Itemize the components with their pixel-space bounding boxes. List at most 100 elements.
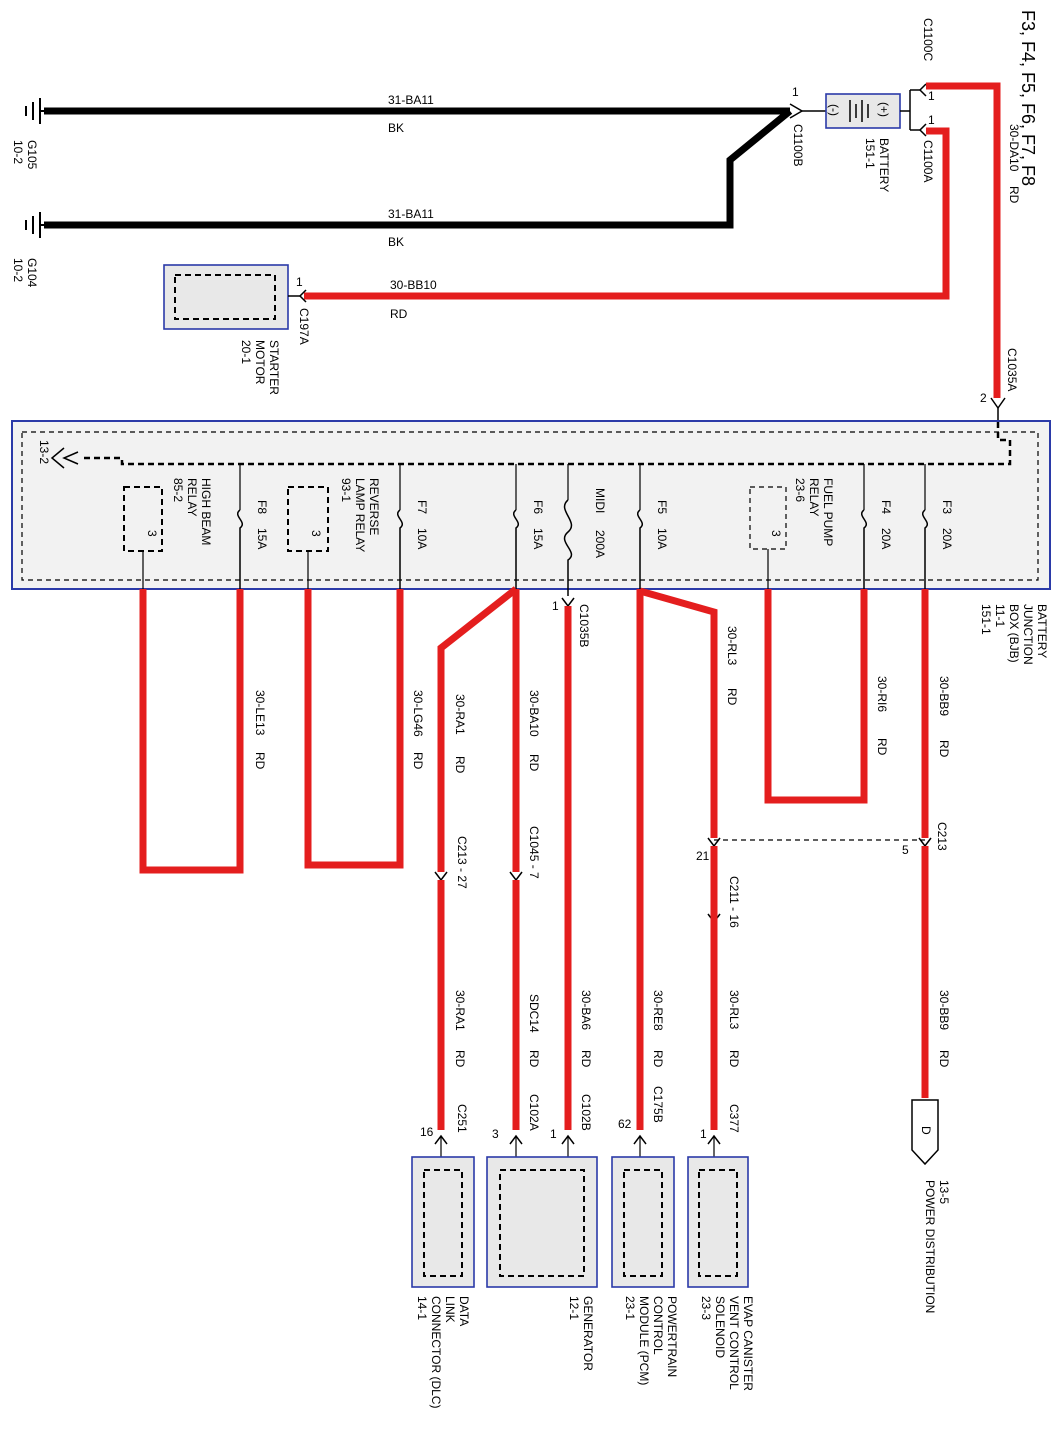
fuse-f6-id: F6 <box>531 500 545 514</box>
connector-c377-label: C377 <box>727 1104 741 1133</box>
fuse-f4-icon <box>861 509 867 590</box>
wire-30-ba10-color: RD <box>527 754 541 772</box>
bjb-name-1: BATTERY <box>1035 604 1049 658</box>
dlc-name-2: LINK <box>443 1296 457 1323</box>
relay-reverse-lamp-name-1: REVERSE <box>367 478 381 535</box>
connector-c1100c-arrow <box>918 83 927 97</box>
wire-30-rl3-color: RD <box>725 688 739 706</box>
wire-30-bb9-lower-circuit: 30-BB9 <box>937 990 951 1030</box>
fuse-f3-icon <box>922 509 928 590</box>
dlc-box <box>411 1156 475 1288</box>
relay-high-beam-pin: 3 <box>145 530 159 537</box>
relay-fuel-pump-name-1: FUEL PUMP <box>821 478 835 546</box>
ground-wire-2-color: BK <box>388 235 404 249</box>
starter-motor-page: 20-1 <box>239 340 253 364</box>
connector-c102b-pin: 1 <box>550 1127 557 1141</box>
connector-c1045-7-arrow <box>509 871 523 882</box>
battery-name: BATTERY <box>877 138 891 192</box>
connector-c251-label: C251 <box>455 1104 469 1133</box>
bjb-ref: 13-2 <box>37 440 51 464</box>
relay-reverse-lamp-name-2: LAMP RELAY <box>353 478 367 552</box>
connector-c197a-label: C197A <box>297 308 311 345</box>
fuse-f7-id: F7 <box>415 500 429 514</box>
connector-c102a-label: C102A <box>527 1094 541 1131</box>
page-title: F3, F4, F5, F6, F7, F8 <box>1018 10 1038 186</box>
connector-c175b-label: C175B <box>651 1086 665 1123</box>
ground-wire-2 <box>44 108 793 229</box>
connector-c1035a-label: C1035A <box>1005 348 1019 391</box>
evap-solenoid-name-2: VENT CONTROL <box>727 1296 741 1390</box>
power-distribution-label: POWER DISTRIBUTION <box>923 1180 937 1313</box>
power-distribution-page: 13-5 <box>937 1180 951 1204</box>
fuse-f7-icon <box>397 509 403 590</box>
bjb-name-4: 11-1 <box>993 604 1007 627</box>
wire-30-rl3-lower-circuit: 30-RL3 <box>727 990 741 1030</box>
relay-reverse-lamp-pin: 3 <box>309 530 323 537</box>
pcm-name-3: MODULE (PCM) <box>637 1296 651 1385</box>
connector-c213-rl3-arrow <box>707 837 721 848</box>
starter-motor-name-2: MOTOR <box>253 340 267 385</box>
connector-c213-bb9-arrow <box>918 837 932 848</box>
pcm-name-1: POWERTRAIN <box>665 1296 679 1377</box>
evap-solenoid-inner <box>698 1169 738 1277</box>
pcm-name-2: CONTROL <box>651 1296 665 1355</box>
connector-c1100b-arrow <box>789 103 804 119</box>
wire-30-le13-circuit: 30-LE13 <box>253 690 267 736</box>
fuse-midi-rating: 200A <box>593 530 607 558</box>
fuse-f8-icon <box>237 509 243 590</box>
bjb-bus <box>80 422 1012 466</box>
connector-c1100a-pin: 1 <box>928 113 935 127</box>
relay-high-beam-name-2: RELAY <box>185 478 199 516</box>
connector-c1100b-label: C1100B <box>791 124 805 166</box>
fuse-f7-rating: 10A <box>415 528 429 549</box>
ground-wire-2-circuit: 31-BA11 <box>388 207 434 221</box>
ground-id-g104: G104 <box>25 258 39 288</box>
wire-30-le13-color: RD <box>253 752 267 770</box>
evap-solenoid-name-3: SOLENOID <box>713 1296 727 1358</box>
pcm-name-4: 23-1 <box>623 1296 637 1320</box>
generator-box <box>486 1156 598 1288</box>
wire-30-bb9-lower-color: RD <box>937 1050 951 1068</box>
dlc-name-3: CONNECTOR (DLC) <box>429 1296 443 1408</box>
connector-c1035a-arrow <box>990 397 1006 410</box>
connector-c1035b-pin: 1 <box>552 599 559 613</box>
connector-c213-27-label: C213 - 27 <box>455 836 469 889</box>
battery-neg-terminal: (-) <box>827 104 841 116</box>
wire-30-ri6 <box>764 589 868 804</box>
wire-30-ba6-color: RD <box>579 1050 593 1068</box>
wire-30-ra1-color: RD <box>453 756 467 774</box>
power-distribution-ref-icon <box>911 1099 939 1166</box>
connector-c377-pin: 1 <box>700 1127 707 1141</box>
bjb-name-2: JUNCTION <box>1021 604 1035 665</box>
evap-solenoid-name-4: 23-3 <box>699 1296 713 1320</box>
wire-30-le13 <box>139 589 244 874</box>
starter-motor-name-1: STARTER <box>267 340 281 395</box>
evap-solenoid-box <box>687 1156 749 1288</box>
battery-box <box>825 93 901 129</box>
relay-reverse-lamp-name-3: 93-1 <box>339 478 353 502</box>
connector-c1035b-arrow <box>561 597 575 608</box>
wire-30-re8-color: RD <box>651 1050 665 1068</box>
fuse-f5-icon <box>637 509 643 590</box>
relay-high-beam-name-1: HIGH BEAM <box>199 478 213 545</box>
wire-30-ba6-circuit: 30-BA6 <box>579 990 593 1030</box>
connector-c102a-pin: 3 <box>492 1127 499 1141</box>
bjb-ground-ref-icon <box>50 447 79 469</box>
wire-sdc14-color: RD <box>527 1050 541 1068</box>
bjb-name-3: BOX (BJB) <box>1007 604 1021 663</box>
pcm-box <box>611 1156 675 1288</box>
wire-30-ra1-circuit: 30-RA1 <box>453 694 467 735</box>
generator-inner <box>499 1169 585 1277</box>
wire-sdc14-circuit: SDC14 <box>527 994 541 1033</box>
connector-c1100a-arrow <box>918 123 927 137</box>
connector-c1035a-pin: 2 <box>980 391 987 405</box>
wire-30-ba10-circuit: 30-BA10 <box>527 690 541 737</box>
connector-c213-21-pin: 21 <box>696 849 710 863</box>
battery-page: 151-1 <box>863 138 877 169</box>
ground-page-g104: 10-2 <box>11 258 25 282</box>
starter-wire-circuit: 30-BB10 <box>390 278 437 292</box>
relay-fuel-pump-pin: 3 <box>769 530 783 537</box>
connector-c175b-pin: 62 <box>618 1117 632 1131</box>
wire-30-ra1-lower-circuit: 30-RA1 <box>453 990 467 1031</box>
ground-wire-1-circuit: 31-BA11 <box>388 93 434 107</box>
